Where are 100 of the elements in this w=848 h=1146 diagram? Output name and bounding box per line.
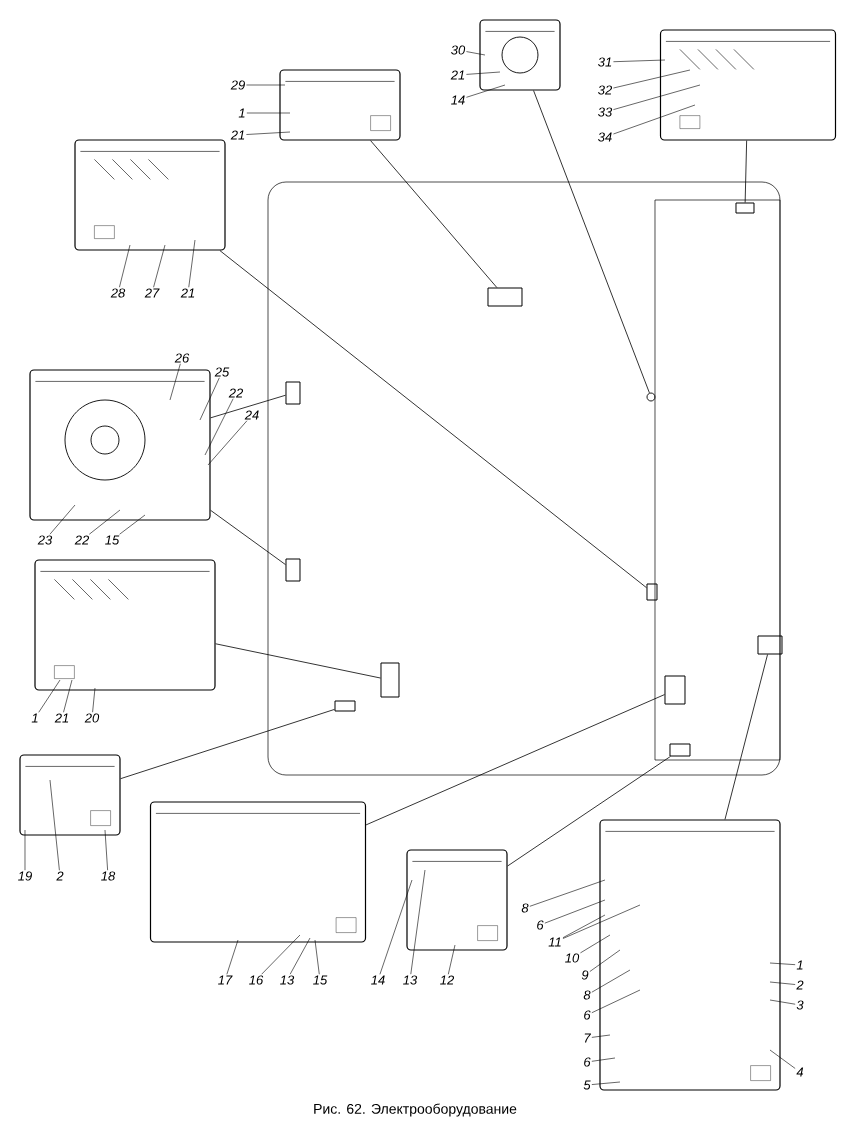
switch-drawing (479, 19, 561, 91)
leader-line (169, 363, 181, 401)
location-line (533, 90, 650, 394)
callout-number: 17 (218, 975, 233, 985)
leader-line (769, 981, 796, 985)
callout-number: 18 (101, 871, 116, 881)
callout-number: 22 (74, 535, 90, 545)
callout-number: 13 (403, 975, 418, 985)
leader-line (226, 939, 239, 975)
regulator-drawing (74, 139, 226, 251)
leader-line (769, 962, 796, 965)
location-line (365, 694, 665, 826)
horn-drawing (29, 369, 211, 521)
leader-line (544, 899, 606, 924)
leader-line (92, 687, 96, 713)
leader-line (207, 420, 248, 466)
location-marker (646, 392, 656, 402)
callout-number: 8 (583, 990, 591, 1000)
leader-line (613, 104, 696, 135)
leader-line (529, 879, 606, 907)
leader-line (613, 84, 701, 110)
leader-line (246, 84, 286, 86)
callout-number: 30 (451, 45, 466, 55)
callout-number: 2 (56, 871, 64, 881)
leader-line (591, 969, 631, 993)
leader-line (246, 131, 291, 135)
controller-drawing (659, 29, 837, 141)
leader-line (466, 84, 506, 98)
location-symbol (664, 675, 686, 705)
location-symbol (334, 700, 356, 712)
callout-number: 25 (214, 367, 230, 377)
location-symbol (646, 583, 658, 601)
relay-drawing (406, 849, 508, 951)
callout-number: 23 (37, 535, 53, 545)
callout-number: 7 (584, 1033, 591, 1043)
callout-number: 6 (537, 920, 544, 930)
leader-line (49, 504, 76, 535)
callout-number: 19 (18, 871, 32, 881)
callout-number: 1 (796, 960, 803, 970)
callout-number: 34 (598, 132, 612, 142)
callout-number: 16 (249, 975, 264, 985)
leader-line (314, 939, 320, 975)
callout-number: 13 (280, 975, 295, 985)
leader-line (562, 914, 606, 938)
location-line (744, 140, 748, 203)
leader-line (580, 934, 611, 954)
location-line (120, 709, 335, 780)
location-symbol (380, 662, 400, 698)
leader-line (769, 1049, 796, 1069)
location-symbol (285, 558, 301, 582)
callout-number: 21 (450, 70, 465, 80)
leader-line (613, 69, 691, 89)
callout-number: 3 (796, 1000, 804, 1010)
leader-line (591, 1057, 616, 1062)
figure-caption: Рис. 62. Электрооборудование (314, 1103, 517, 1117)
callout-number: 28 (110, 288, 126, 298)
location-line (219, 250, 647, 589)
regulator-drawing (34, 559, 216, 691)
callout-number: 1 (31, 713, 38, 723)
callout-number: 6 (584, 1057, 591, 1067)
leader-line (448, 944, 456, 975)
callout-number: 26 (174, 353, 190, 363)
callout-number: 1 (238, 108, 245, 118)
leader-line (88, 509, 121, 535)
callout-number: 12 (440, 975, 455, 985)
leader-line (199, 377, 220, 421)
leader-line (379, 879, 413, 975)
leader-line (466, 51, 486, 56)
location-line (370, 140, 498, 288)
leader-line (63, 679, 73, 713)
callout-number: 14 (451, 95, 465, 105)
leader-line (119, 244, 131, 288)
location-line (210, 394, 286, 419)
leader-line (188, 239, 196, 288)
callout-number: 20 (84, 713, 100, 723)
callout-number: 21 (180, 288, 195, 298)
callout-number: 31 (598, 57, 612, 67)
leader-line (24, 829, 26, 871)
location-line (724, 654, 768, 820)
leader-line (153, 244, 166, 288)
callout-number: 33 (598, 107, 613, 117)
callout-number: 15 (313, 975, 328, 985)
location-symbol (757, 635, 783, 655)
callout-number: 29 (230, 80, 245, 90)
callout-number: 24 (244, 410, 259, 420)
leader-line (466, 71, 501, 75)
callout-number: 2 (796, 980, 804, 990)
leader-line (613, 59, 666, 63)
callout-number: 21 (54, 713, 69, 723)
leader-line (104, 829, 108, 871)
leader-line (410, 869, 426, 975)
location-line (507, 756, 671, 867)
callout-number: 9 (581, 970, 589, 980)
callout-number: 8 (521, 903, 529, 913)
callout-number: 6 (584, 1010, 591, 1020)
callout-number: 4 (796, 1067, 804, 1077)
callout-number: 21 (230, 130, 245, 140)
leader-line (119, 514, 146, 535)
location-symbol (669, 743, 691, 757)
leader-line (204, 398, 234, 456)
